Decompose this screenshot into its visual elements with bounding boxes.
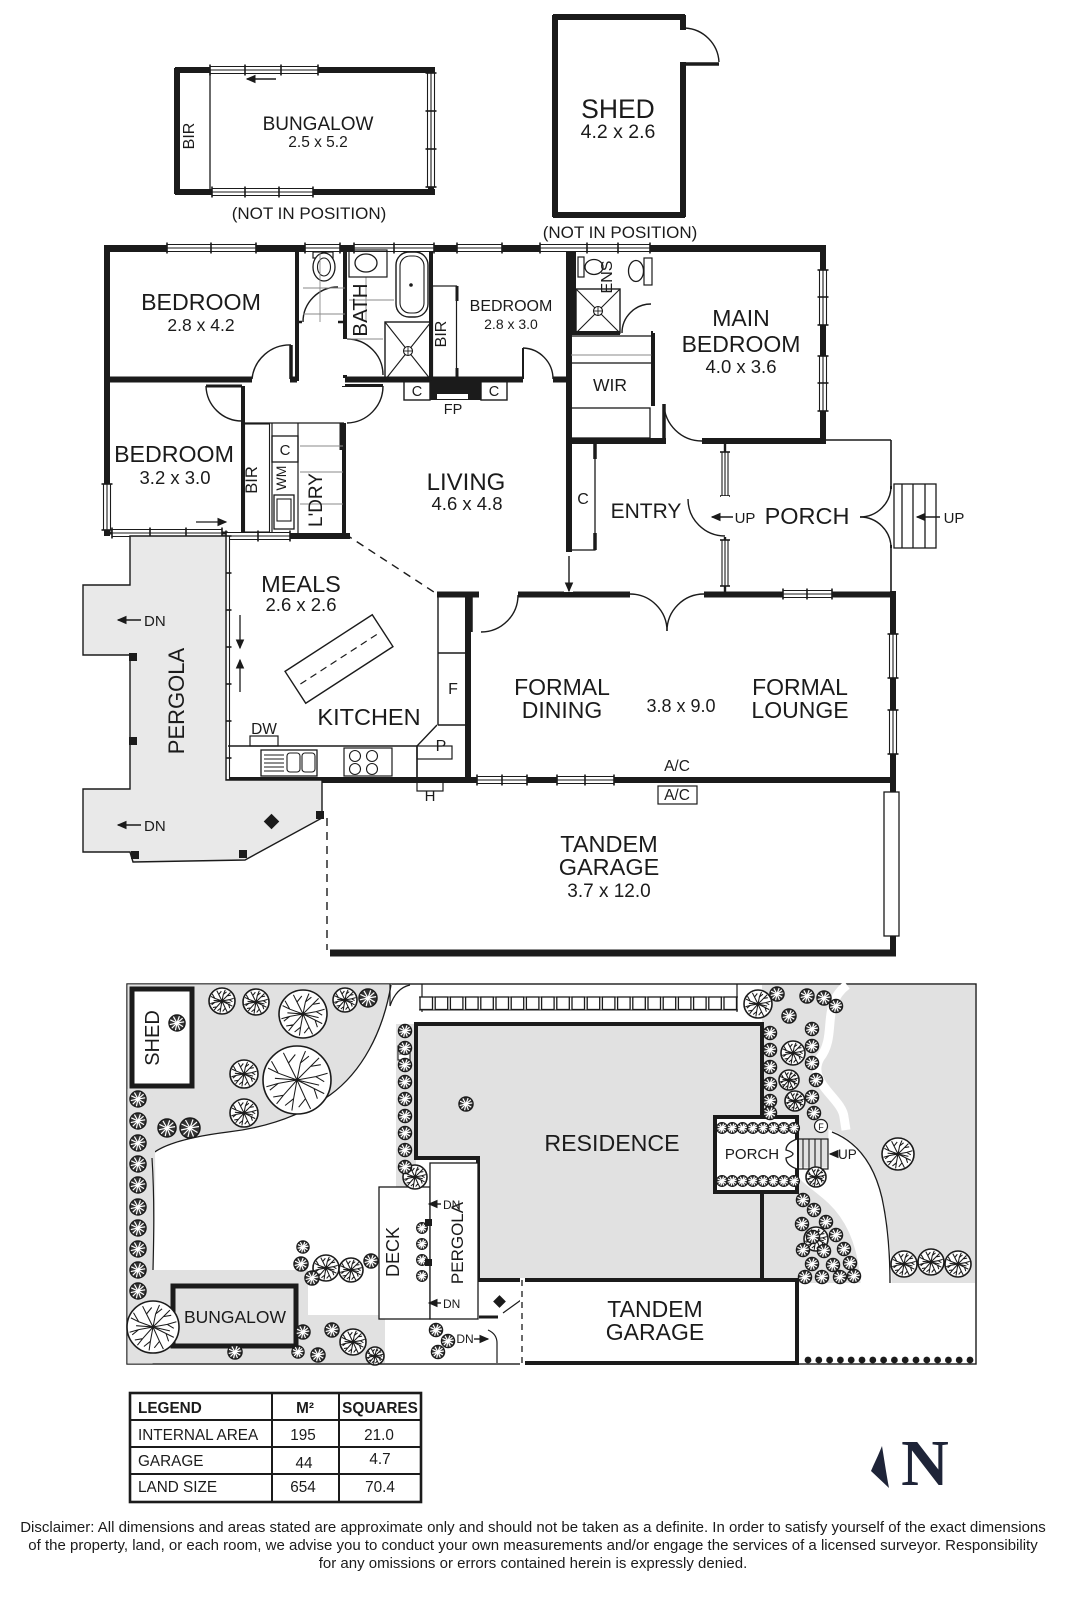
svg-text:2.6 x 2.6: 2.6 x 2.6: [266, 594, 337, 615]
svg-text:ENTRY: ENTRY: [611, 500, 682, 523]
svg-text:UP: UP: [838, 1147, 857, 1162]
svg-text:A/C: A/C: [664, 758, 690, 775]
svg-text:LOUNGE: LOUNGE: [751, 697, 848, 723]
svg-text:4.2 x 2.6: 4.2 x 2.6: [581, 121, 656, 143]
svg-text:BIR: BIR: [243, 466, 261, 494]
svg-text:GARAGE: GARAGE: [606, 1319, 704, 1345]
svg-text:ENS: ENS: [599, 261, 616, 294]
svg-text:WM: WM: [273, 466, 289, 491]
svg-text:PERGOLA: PERGOLA: [448, 1201, 467, 1284]
svg-text:BUNGALOW: BUNGALOW: [184, 1307, 287, 1327]
svg-text:FORMAL: FORMAL: [514, 674, 610, 700]
svg-text:4.0 x 3.6: 4.0 x 3.6: [706, 356, 777, 377]
svg-text:DN: DN: [443, 1297, 460, 1311]
svg-text:3.7 x 12.0: 3.7 x 12.0: [567, 881, 650, 902]
svg-text:BEDROOM: BEDROOM: [470, 298, 553, 315]
svg-text:C: C: [577, 491, 589, 508]
svg-text:for any omissions or errors co: for any omissions or errors contained he…: [319, 1555, 748, 1572]
svg-text:195: 195: [290, 1427, 316, 1444]
svg-text:2.8 x 3.0: 2.8 x 3.0: [484, 316, 538, 332]
svg-text:BIR: BIR: [433, 321, 450, 348]
svg-text:C: C: [280, 442, 291, 459]
svg-text:LEGEND: LEGEND: [138, 1400, 202, 1417]
svg-text:C: C: [489, 384, 499, 400]
svg-text:KITCHEN: KITCHEN: [317, 704, 420, 730]
svg-text:GARAGE: GARAGE: [138, 1453, 203, 1470]
svg-text:DN: DN: [443, 1198, 460, 1212]
svg-text:BEDROOM: BEDROOM: [141, 289, 261, 315]
svg-text:70.4: 70.4: [365, 1479, 395, 1496]
svg-text:21.0: 21.0: [364, 1427, 394, 1444]
svg-text:MAIN: MAIN: [712, 305, 770, 331]
svg-text:MEALS: MEALS: [261, 571, 341, 597]
svg-text:C: C: [412, 384, 422, 400]
svg-text:4.6 x 4.8: 4.6 x 4.8: [432, 493, 503, 514]
svg-text:3.8 x 9.0: 3.8 x 9.0: [646, 696, 715, 716]
svg-text:A/C: A/C: [664, 787, 690, 804]
svg-text:RESIDENCE: RESIDENCE: [544, 1130, 679, 1156]
svg-text:F: F: [448, 681, 458, 698]
svg-text:SHED: SHED: [581, 94, 655, 124]
svg-text:654: 654: [290, 1479, 316, 1496]
svg-text:SHED: SHED: [142, 1010, 164, 1066]
svg-text:BUNGALOW: BUNGALOW: [263, 114, 374, 135]
svg-text:N: N: [901, 1427, 949, 1500]
svg-text:2.5 x 5.2: 2.5 x 5.2: [288, 134, 347, 151]
svg-text:H: H: [425, 788, 436, 805]
svg-text:4.7: 4.7: [369, 1451, 390, 1468]
svg-text:M²: M²: [296, 1400, 314, 1417]
svg-text:BIR: BIR: [181, 123, 198, 150]
svg-text:TANDEM: TANDEM: [607, 1296, 702, 1322]
svg-text:DN: DN: [144, 818, 166, 835]
svg-text:TANDEM: TANDEM: [560, 831, 657, 857]
svg-text:DECK: DECK: [383, 1227, 403, 1277]
svg-text:GARAGE: GARAGE: [559, 854, 660, 880]
svg-text:3.2 x 3.0: 3.2 x 3.0: [140, 467, 211, 488]
svg-text:FORMAL: FORMAL: [752, 674, 848, 700]
svg-text:WIR: WIR: [593, 375, 627, 395]
svg-text:Disclaimer: All dimensions and: Disclaimer: All dimensions and areas sta…: [20, 1519, 1046, 1536]
svg-text:P: P: [436, 738, 447, 755]
svg-text:44: 44: [295, 1455, 313, 1472]
svg-text:PORCH: PORCH: [725, 1146, 779, 1163]
svg-text:BATH: BATH: [349, 283, 372, 336]
svg-text:DW: DW: [251, 721, 277, 738]
svg-text:F: F: [818, 1122, 824, 1132]
svg-text:of the property, land, or each: of the property, land, or each room, we …: [28, 1537, 1038, 1554]
svg-text:LIVING: LIVING: [427, 469, 506, 496]
svg-text:INTERNAL AREA: INTERNAL AREA: [138, 1427, 259, 1444]
svg-text:LAND SIZE: LAND SIZE: [138, 1479, 217, 1496]
svg-text:BEDROOM: BEDROOM: [114, 441, 234, 467]
svg-text:FP: FP: [444, 402, 463, 418]
svg-text:DN: DN: [456, 1332, 473, 1346]
svg-text:DINING: DINING: [522, 697, 603, 723]
svg-text:SQUARES: SQUARES: [342, 1400, 418, 1417]
svg-text:L'DRY: L'DRY: [306, 473, 327, 527]
svg-text:PORCH: PORCH: [765, 503, 850, 529]
svg-text:2.8 x 4.2: 2.8 x 4.2: [167, 315, 234, 335]
svg-text:UP: UP: [944, 510, 965, 527]
svg-text:UP: UP: [735, 510, 756, 527]
svg-text:BEDROOM: BEDROOM: [682, 331, 801, 357]
svg-text:DN: DN: [144, 613, 166, 630]
svg-text:(NOT IN POSITION): (NOT IN POSITION): [543, 223, 698, 242]
svg-text:PERGOLA: PERGOLA: [164, 647, 189, 754]
svg-text:(NOT IN POSITION): (NOT IN POSITION): [232, 204, 387, 223]
